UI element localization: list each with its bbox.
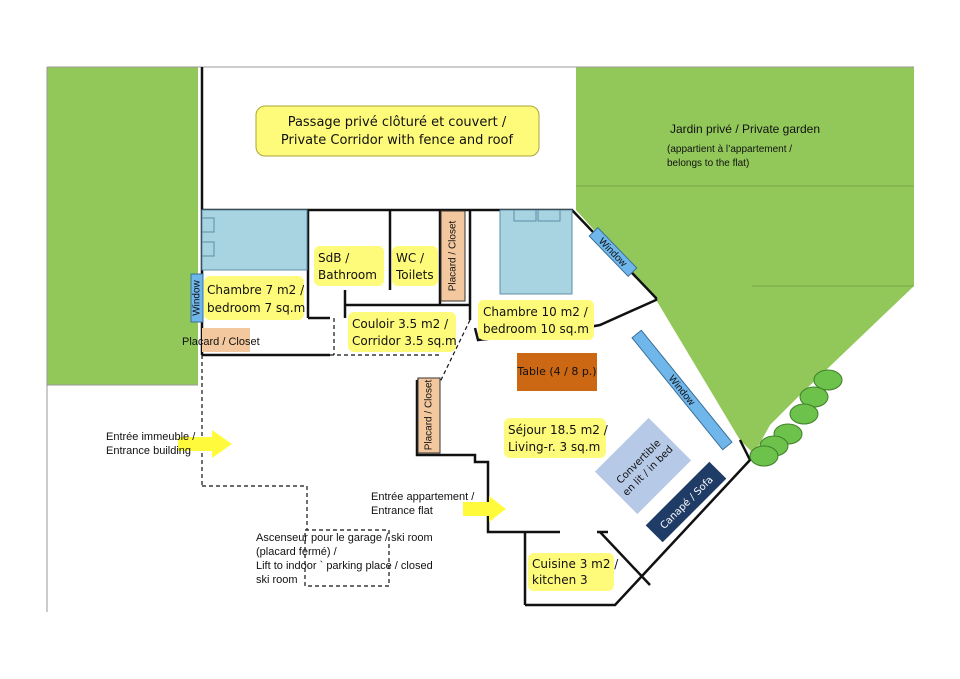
closet-wc-label: Placard / Closet: [448, 220, 459, 291]
closet-wc: [440, 210, 466, 302]
lift-label-1: Ascenseur pour le garage / ski room: [256, 532, 433, 544]
wc-label-box: [392, 246, 438, 286]
corridor-label-box: [348, 312, 456, 352]
table-label: Table (4 / 8 p.): [516, 365, 596, 378]
lift-label-4: ski room: [256, 574, 298, 586]
left-green-area: [47, 67, 198, 385]
bedroom-10-label-1: Chambre 10 m2 /: [483, 305, 589, 319]
wc-label-2: Toilets: [395, 268, 434, 282]
kitchen-label-1: Cuisine 3 m2 /: [532, 557, 619, 571]
trees: [749, 369, 843, 467]
living-label-1: Séjour 18.5 m2 /: [508, 423, 609, 437]
entrance-flat-label-1: Entrée appartement /: [371, 491, 475, 503]
garden-sub-1: (appartient à l’appartement /: [667, 144, 792, 155]
passage-label-1: Passage privé clôturé et couvert /: [288, 115, 507, 130]
window-bedroom-7: [190, 273, 204, 323]
bed-bedroom-7: [201, 209, 308, 271]
bedroom-7-label-2: bedroom 7 sq.m: [207, 301, 305, 315]
bed-bedroom-10: [499, 209, 573, 295]
kitchen-label-2: kitchen 3: [532, 573, 588, 587]
garden-title: Jardin privé / Private garden: [670, 122, 820, 136]
bedroom-7-label-1: Chambre 7 m2 /: [207, 283, 305, 297]
entrance-flat-label-2: Entrance flat: [371, 505, 433, 517]
wc-label-1: WC /: [396, 251, 425, 265]
dining-table: [517, 353, 597, 391]
living-label-box: [504, 418, 606, 458]
closet-left: [202, 328, 250, 352]
window-label-living: Window: [666, 373, 697, 408]
lift-label-2: (placard fermé) /: [256, 546, 338, 558]
private-garden: [576, 67, 914, 454]
closet-left-label: Placard / Closet: [182, 336, 260, 348]
bed-pillow-2: [201, 241, 215, 257]
bathroom-label-1: SdB /: [318, 251, 350, 265]
kitchen-label-box: [528, 553, 614, 591]
corridor-label-1: Couloir 3.5 m2 /: [352, 317, 449, 331]
bed-pillow-3: [513, 209, 537, 222]
bathroom-label-2: Bathroom: [318, 268, 377, 282]
bed-pillow-4: [537, 209, 561, 222]
entrance-building-label-1: Entrée immeuble /: [106, 431, 196, 443]
bed-pillow-1: [201, 217, 215, 233]
living-label-2: Living-r. 3 sq.m: [508, 440, 600, 454]
garden-sub-2: belongs to the flat): [667, 158, 749, 169]
bedroom-10-label-2: bedroom 10 sq.m: [483, 322, 589, 336]
window-label-left: Window: [192, 279, 203, 315]
closet-middle: [417, 377, 441, 454]
lift-label-3: Lift to indoor ` parking place / closed: [256, 560, 433, 572]
apartment-walls: [200, 208, 752, 607]
closet-middle-label: Placard / Closet: [424, 379, 435, 450]
passage-label-box: [255, 105, 540, 157]
dashed-lines: [201, 318, 471, 587]
bedroom-10-label-box: [478, 300, 594, 340]
arrow-entrance-building: [178, 430, 232, 458]
passage-label-2: Private Corridor with fence and roof: [281, 133, 514, 148]
bathroom-label-box: [314, 246, 384, 286]
arrow-entrance-flat: [463, 496, 506, 522]
entrance-building-label-2: Entrance building: [106, 445, 191, 457]
corridor-label-2: Corridor 3.5 sq.m: [352, 334, 457, 348]
sofa-bed: Convertible en lit / in bed: [594, 417, 692, 515]
bedroom-7-label-box: [204, 276, 304, 320]
